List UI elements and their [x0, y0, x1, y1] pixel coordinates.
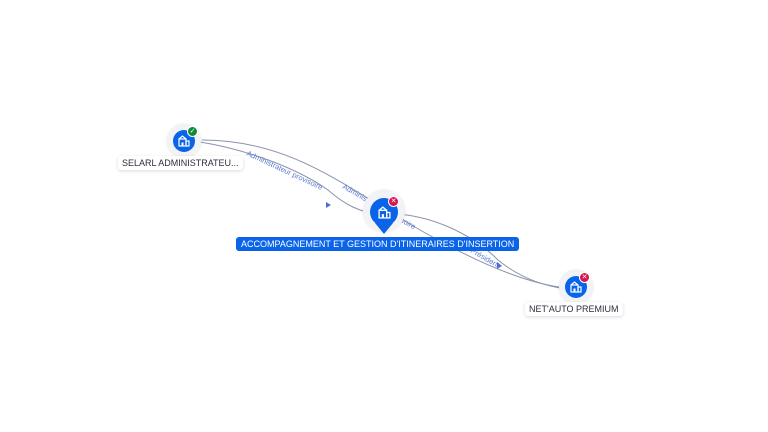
building-icon [570, 281, 582, 293]
node-label[interactable]: SELARL ADMINISTRATEU... [118, 156, 243, 170]
building-icon [377, 205, 391, 219]
check-icon: ✓ [187, 126, 198, 137]
close-icon: ✕ [388, 196, 399, 207]
edge-accompagnement-netauto[interactable] [395, 213, 567, 290]
node-label[interactable]: NET'AUTO PREMIUM [525, 302, 623, 316]
close-icon: ✕ [579, 272, 590, 283]
node-label[interactable]: ACCOMPAGNEMENT ET GESTION D'ITINERAIRES … [236, 237, 520, 251]
edge-arrow-icon [326, 202, 331, 208]
pin-tip [375, 223, 393, 234]
edge-arrow-icon [497, 262, 502, 269]
edge-selarl-accompagnement[interactable] [199, 141, 379, 215]
building-icon [178, 135, 190, 147]
